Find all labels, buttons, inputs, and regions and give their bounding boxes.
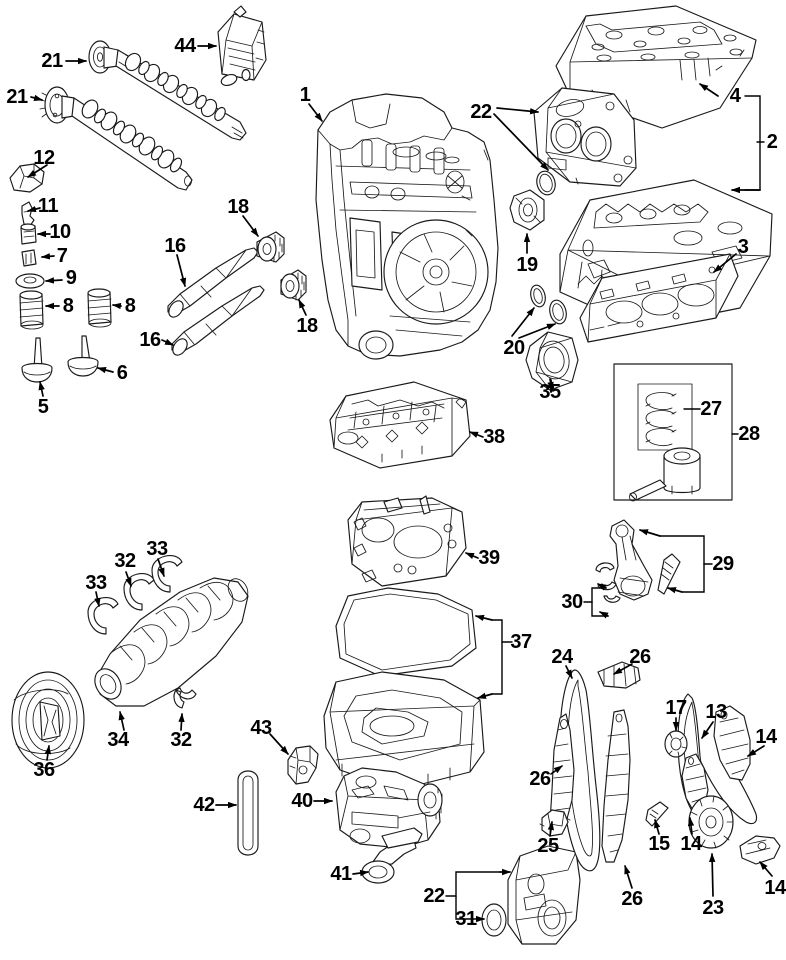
callout-camshaft-sprocket-lower[interactable]: 21 (6, 86, 28, 108)
oil-pump-drive-bracket (287, 745, 319, 785)
chain-guide-bolt (645, 801, 669, 827)
chain-guide-lower (601, 709, 631, 863)
callout-exhaust-valve[interactable]: 6 (116, 362, 128, 384)
callout-balance-shaft-gear-upper[interactable]: 18 (227, 196, 249, 218)
oil-pan (323, 671, 485, 791)
callout-chain-tensioner-pulley[interactable]: 17 (665, 697, 687, 719)
callout-valve-spring-retainer[interactable]: 10 (49, 221, 71, 243)
callout-head-gasket[interactable]: 3 (737, 236, 749, 258)
callout-crankshaft[interactable]: 34 (107, 729, 129, 751)
callout-engine-bedplate[interactable]: 38 (483, 426, 505, 448)
connecting-rod (595, 519, 681, 603)
head-gasket (579, 253, 739, 343)
o-ring-seals (530, 284, 567, 325)
callout-balance-shaft-gear-lower[interactable]: 18 (296, 315, 318, 337)
callout-main-bearing-upper-left[interactable]: 33 (85, 572, 107, 594)
callout-intake-valve[interactable]: 5 (37, 396, 49, 418)
valve-train-parts (9, 163, 112, 383)
oil-pump (335, 767, 443, 849)
chain-tensioner-pulley (664, 730, 688, 758)
callout-chain-guide-left[interactable]: 26 (529, 768, 551, 790)
callout-piston-assembly[interactable]: 28 (738, 423, 760, 445)
oil-baffle-plate (347, 495, 467, 587)
callout-chain-guide-lower[interactable]: 26 (621, 888, 643, 910)
callout-thrust-washer-lower[interactable]: 32 (170, 729, 192, 751)
camshaft-lower-group (39, 86, 193, 191)
callout-piston-ring-set[interactable]: 27 (700, 398, 722, 420)
callout-valve-spring-seat[interactable]: 9 (65, 267, 77, 289)
balance-shaft-lower-group (171, 269, 307, 356)
callout-rod-bearing-set[interactable]: 30 (561, 591, 583, 613)
callout-valve-cover[interactable]: 4 (729, 85, 741, 107)
chain-tensioner (539, 809, 571, 837)
callout-oil-cooler[interactable]: 44 (174, 35, 196, 57)
callout-cylinder-block[interactable]: 1 (299, 84, 311, 106)
camshaft-seal (509, 189, 545, 231)
callout-crankshaft-pulley[interactable]: 36 (33, 759, 55, 781)
callout-valve-stem-seal-retainer[interactable]: 11 (37, 195, 59, 217)
callout-thrust-washer-upper[interactable]: 32 (114, 550, 136, 572)
camshaft-upper-group (88, 40, 247, 141)
callout-balance-shaft-lower[interactable]: 16 (139, 329, 161, 351)
drive-belt (237, 770, 259, 856)
crankshaft-pulley (11, 671, 85, 769)
callout-o-ring-seals[interactable]: 20 (503, 337, 525, 359)
callout-valve-keeper[interactable]: 7 (56, 245, 68, 267)
callout-oil-pump-pickup-tube[interactable]: 41 (330, 863, 352, 885)
chain-guide-bottom (739, 835, 781, 865)
callout-chain-guide-bottom[interactable]: 14 (764, 877, 786, 899)
callout-oil-pump-drive-bracket[interactable]: 43 (250, 717, 272, 739)
callout-chain-tensioner[interactable]: 25 (537, 835, 559, 857)
callout-chain-guide-bolt[interactable]: 15 (648, 833, 670, 855)
callout-valve-spring-left[interactable]: 8 (62, 295, 74, 317)
callout-front-cover-seal[interactable]: 22 (423, 885, 445, 907)
callout-front-crankshaft-seal[interactable]: 31 (455, 908, 477, 930)
front-cover-bottom (481, 845, 581, 945)
chain-guide-right-lower (681, 753, 709, 813)
callout-seal-front-cover[interactable]: 22 (470, 101, 492, 123)
callout-balance-shaft-upper[interactable]: 16 (164, 235, 186, 257)
callout-rear-main-seal-housing[interactable]: 35 (539, 381, 561, 403)
engine-front-cover (533, 87, 637, 196)
callout-connecting-rod[interactable]: 29 (712, 553, 734, 575)
piston-assembly-box (613, 363, 733, 502)
callout-valve-spring-right[interactable]: 8 (124, 295, 136, 317)
chain-guide-left (549, 713, 575, 835)
callout-timing-chain-secondary[interactable]: 13 (705, 701, 727, 723)
crankshaft (94, 577, 249, 707)
callout-chain-guide-right-lower[interactable]: 14 (680, 833, 702, 855)
oil-pan-gasket (335, 587, 477, 677)
callout-camshaft-seal[interactable]: 19 (516, 254, 538, 276)
engine-bedplate (329, 381, 471, 469)
callout-chain-guide-upper[interactable]: 26 (629, 646, 651, 668)
callout-crankshaft-sprocket[interactable]: 23 (702, 897, 724, 919)
cylinder-block (315, 93, 499, 360)
callout-oil-pump[interactable]: 40 (291, 790, 313, 812)
callout-oil-pan-and-gasket[interactable]: 37 (510, 631, 532, 653)
oil-cooler-part (217, 5, 267, 87)
leader-lines (27, 42, 773, 923)
callout-drive-belt[interactable]: 42 (193, 794, 215, 816)
callout-cylinder-head-assembly[interactable]: 2 (766, 131, 778, 153)
timing-chain-primary (559, 669, 601, 872)
callout-timing-chain-primary[interactable]: 24 (551, 646, 573, 668)
callout-camshaft-sprocket-upper[interactable]: 21 (41, 50, 63, 72)
oil-pump-pickup-tube (361, 827, 423, 884)
callout-valve-rocker-arm[interactable]: 12 (33, 147, 55, 169)
callout-oil-baffle-plate[interactable]: 39 (478, 547, 500, 569)
valve-cover (555, 5, 757, 129)
callout-main-bearing-upper-right[interactable]: 33 (146, 538, 168, 560)
callout-chain-guide-right-upper[interactable]: 14 (755, 726, 777, 748)
